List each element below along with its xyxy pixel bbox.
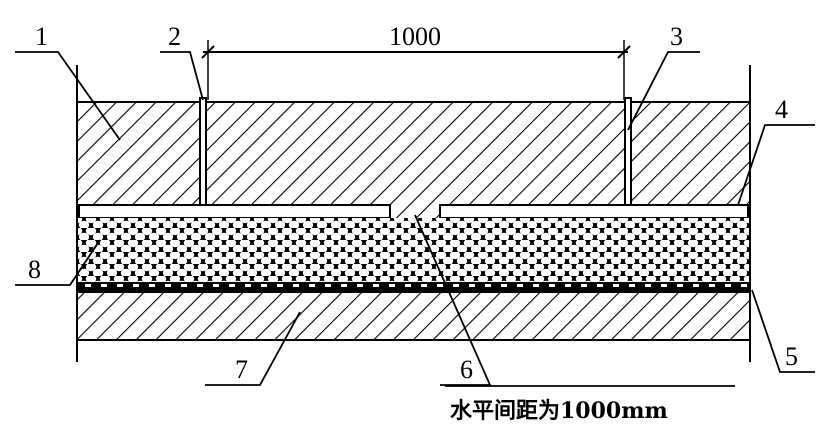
dimension-line [201, 40, 631, 100]
label-4: 4 [775, 95, 788, 124]
top-hatched-layer [76, 101, 751, 207]
board-left [78, 204, 391, 219]
caption: 水平间距为1000mm [450, 398, 668, 424]
anchor-left [199, 97, 207, 206]
label-2: 2 [168, 22, 181, 51]
joint-fill [391, 205, 439, 218]
label-8: 8 [28, 255, 41, 284]
insulation-mesh-layer [77, 218, 750, 282]
dotted-membrane-layer [77, 282, 750, 292]
dimension-value: 1000 [389, 22, 441, 51]
label-1: 1 [35, 22, 48, 51]
label-7: 7 [235, 355, 248, 384]
board-right [439, 204, 749, 219]
label-3: 3 [670, 22, 683, 51]
anchor-right [624, 97, 632, 206]
label-6: 6 [460, 355, 473, 384]
bottom-hatched-layer [76, 291, 751, 341]
leader-lines [15, 51, 815, 387]
label-5: 5 [785, 342, 798, 371]
